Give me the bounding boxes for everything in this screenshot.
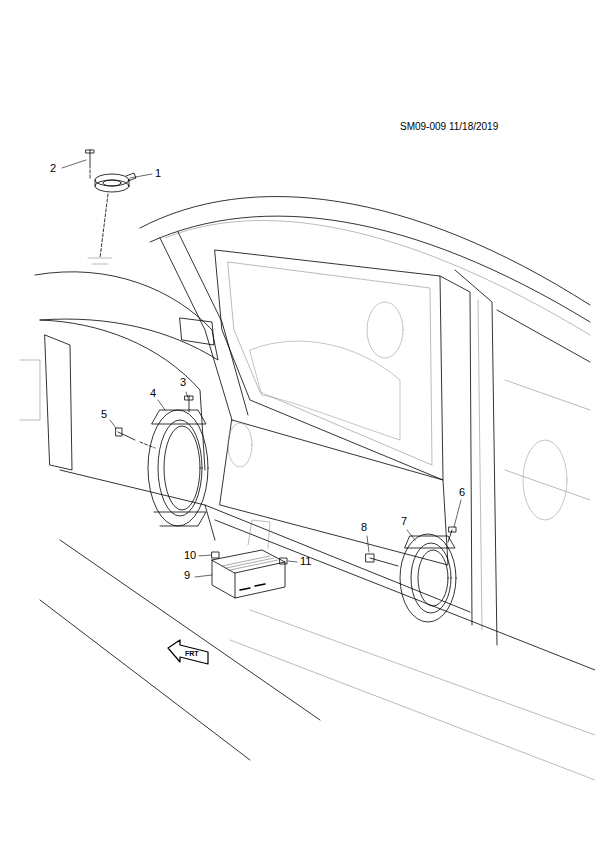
screw (366, 554, 398, 566)
front-speaker (148, 410, 208, 526)
bolt (116, 428, 135, 440)
roof-rail (140, 196, 590, 305)
door-panel (220, 420, 448, 565)
door-hole (367, 302, 403, 358)
drawing-id: SM09-009 11/18/2019 (400, 122, 498, 132)
console (20, 360, 40, 420)
rear-door-top (497, 310, 590, 362)
amplifier-bracket (248, 520, 270, 548)
floor-tunnel (60, 540, 320, 720)
floor-rail (230, 640, 595, 780)
b-pillar-outer (455, 270, 497, 645)
install-path (140, 442, 155, 448)
sill (215, 520, 595, 670)
dashboard-top (35, 272, 218, 360)
center-stack (45, 335, 72, 470)
window-opening (215, 250, 443, 480)
sill-inner (205, 505, 470, 612)
door-cutout (250, 341, 400, 440)
nut (212, 552, 219, 558)
callout-number: 5 (101, 409, 107, 420)
nut (448, 527, 456, 542)
callout-number: 3 (180, 377, 186, 388)
tweeter (95, 173, 136, 192)
floor-rail (250, 610, 595, 735)
a-pillar-inner (178, 232, 248, 415)
callout-number: 1 (155, 168, 161, 179)
dashboard-face (40, 320, 205, 470)
callout-number: 4 (150, 388, 156, 399)
vent (180, 318, 214, 345)
install-path (90, 170, 108, 258)
nut (185, 396, 193, 412)
callout-number: 11 (300, 556, 311, 567)
direction-label: FRT (185, 650, 199, 657)
screw (86, 150, 94, 168)
callout-number: 7 (401, 516, 407, 527)
floor-line (40, 600, 250, 760)
callout-number: 6 (459, 487, 465, 498)
a-pillar (160, 238, 232, 420)
tweeter-mount (88, 258, 112, 264)
front-arrow (168, 640, 208, 664)
callout-number: 9 (184, 570, 190, 581)
callout-number: 8 (361, 522, 367, 533)
rear-door-hole (523, 440, 567, 520)
leader-lines (62, 160, 461, 577)
amplifier (212, 550, 285, 598)
kick-panel (60, 470, 215, 540)
door-hole (228, 423, 252, 467)
nut (280, 558, 287, 564)
headliner-edge (165, 220, 590, 335)
b-pillar-seam (478, 300, 482, 630)
callout-number: 2 (50, 163, 56, 174)
callout-number: 10 (184, 550, 196, 561)
window-frame (228, 262, 432, 465)
roof-rail-inner (150, 216, 590, 322)
rear-speaker (400, 534, 456, 622)
